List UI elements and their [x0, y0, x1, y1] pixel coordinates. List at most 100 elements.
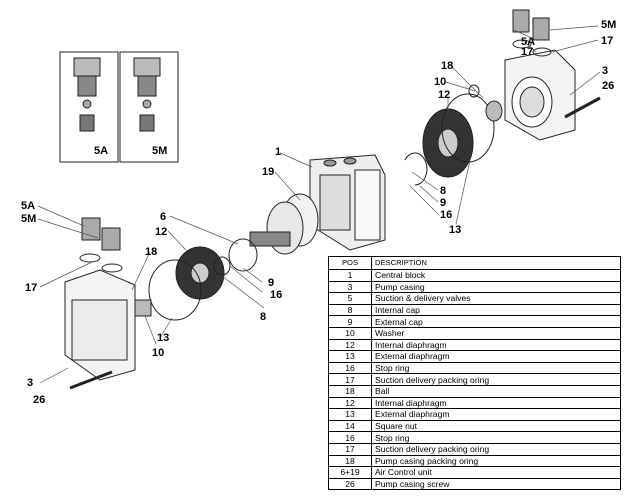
inset-box-5m: [119, 51, 179, 163]
callout-label-10_l: 10: [152, 347, 165, 359]
legend-description-cell: Washer: [371, 326, 621, 340]
callout-label-3_tr: 3: [602, 65, 609, 77]
callout-label-8_c: 8: [440, 185, 447, 197]
legend-description-cell: Air Control unit: [371, 466, 621, 479]
legend-pos-cell: 13: [328, 408, 372, 421]
legend-pos-cell: 18: [328, 384, 372, 398]
leader-lines: [37, 25, 601, 384]
legend-description-cell: Pump casing packing oring: [371, 454, 621, 468]
valves-top-right: [512, 9, 552, 57]
legend-pos-cell: 1: [328, 269, 372, 282]
callout-label-19: 19: [262, 166, 275, 178]
legend-pos-cell: 3: [328, 280, 372, 294]
callout-label-17_l: 17: [25, 282, 38, 294]
callout-label-10_tr: 10: [434, 76, 447, 88]
legend-pos-cell: 12: [328, 396, 372, 410]
legend-description-cell: Ball: [371, 384, 621, 398]
legend-description-cell: Internal cap: [371, 303, 621, 317]
inset-box-5a: [59, 51, 119, 163]
callout-label-18_l: 18: [145, 246, 158, 258]
valves-left: [79, 217, 123, 273]
legend-pos-cell: 17: [328, 442, 372, 456]
legend-description-cell: Suction delivery packing oring: [371, 442, 621, 456]
callout-label-3_l: 3: [27, 377, 34, 389]
callout-label-13_c: 13: [449, 224, 462, 236]
legend-pos-cell: 16: [328, 431, 372, 444]
callout-label-26_tr: 26: [602, 80, 615, 92]
valve-5a-drawing: [73, 57, 101, 132]
legend-pos-cell: 9: [328, 315, 372, 328]
legend-description-cell: Pump casing: [371, 280, 621, 294]
air-control-unit: [249, 193, 319, 255]
legend-description-cell: Pump casing screw: [371, 477, 621, 491]
callout-label-13_l: 13: [157, 332, 170, 344]
legend-description-cell: Central block: [371, 269, 621, 282]
central-block: [309, 154, 386, 251]
legend-pos-cell: 18: [328, 454, 372, 468]
callout-label-5a_tr: 5A: [521, 36, 536, 48]
callout-label-6: 6: [160, 211, 167, 223]
callout-label-5a_l: 5A: [21, 200, 36, 212]
inset-label-5m: 5M: [152, 145, 168, 157]
valve-5m-drawing: [133, 57, 161, 132]
pump-casing-left: [64, 269, 136, 390]
legend-description-cell: Square nut: [371, 419, 621, 433]
callout-label-9_l: 9: [268, 277, 275, 289]
legend-header-description: DESCRIPTION: [371, 256, 621, 270]
legend-description-cell: External diaphragm: [371, 350, 621, 363]
callout-label-16_c: 16: [440, 209, 453, 221]
legend-pos-cell: 10: [328, 326, 372, 340]
legend-pos-cell: 6+19: [328, 466, 372, 479]
legend-pos-cell: 5: [328, 292, 372, 305]
callout-label-17_tr_b: 17: [601, 35, 614, 47]
legend-pos-cell: 26: [328, 477, 372, 491]
washer-left: [134, 299, 152, 317]
callout-label-18_tr: 18: [441, 60, 454, 72]
legend-description-cell: Internal diaphragm: [371, 338, 621, 352]
callout-label-5m_l: 5M: [21, 213, 37, 225]
legend-pos-cell: 14: [328, 419, 372, 433]
callout-label-16_l: 16: [270, 289, 283, 301]
callout-label-12_tr: 12: [438, 89, 451, 101]
legend-pos-cell: 12: [328, 338, 372, 352]
pump-casing-right: [504, 49, 601, 141]
legend-description-cell: Suction & delivery valves: [371, 292, 621, 305]
legend-description-cell: Stop ring: [371, 431, 621, 444]
callout-label-12_l: 12: [155, 226, 168, 238]
callout-label-26_l: 26: [33, 394, 46, 406]
legend-description-cell: Internal diaphragm: [371, 396, 621, 410]
callout-label-5m_tr: 5M: [601, 19, 617, 31]
legend-header-pos: POS: [328, 256, 372, 270]
legend-pos-cell: 17: [328, 373, 372, 386]
stop-ring-center: [404, 152, 428, 186]
callout-label-8_l: 8: [260, 311, 267, 323]
legend-description-cell: External diaphragm: [371, 408, 621, 421]
callout-label-1: 1: [275, 146, 282, 158]
callout-label-9_c: 9: [440, 197, 447, 209]
legend-pos-cell: 13: [328, 350, 372, 363]
legend-description-cell: External cap: [371, 315, 621, 328]
legend-description-cell: Suction delivery packing oring: [371, 373, 621, 386]
diaphragm-right: [422, 84, 503, 178]
diaphragm-left: [148, 238, 258, 321]
